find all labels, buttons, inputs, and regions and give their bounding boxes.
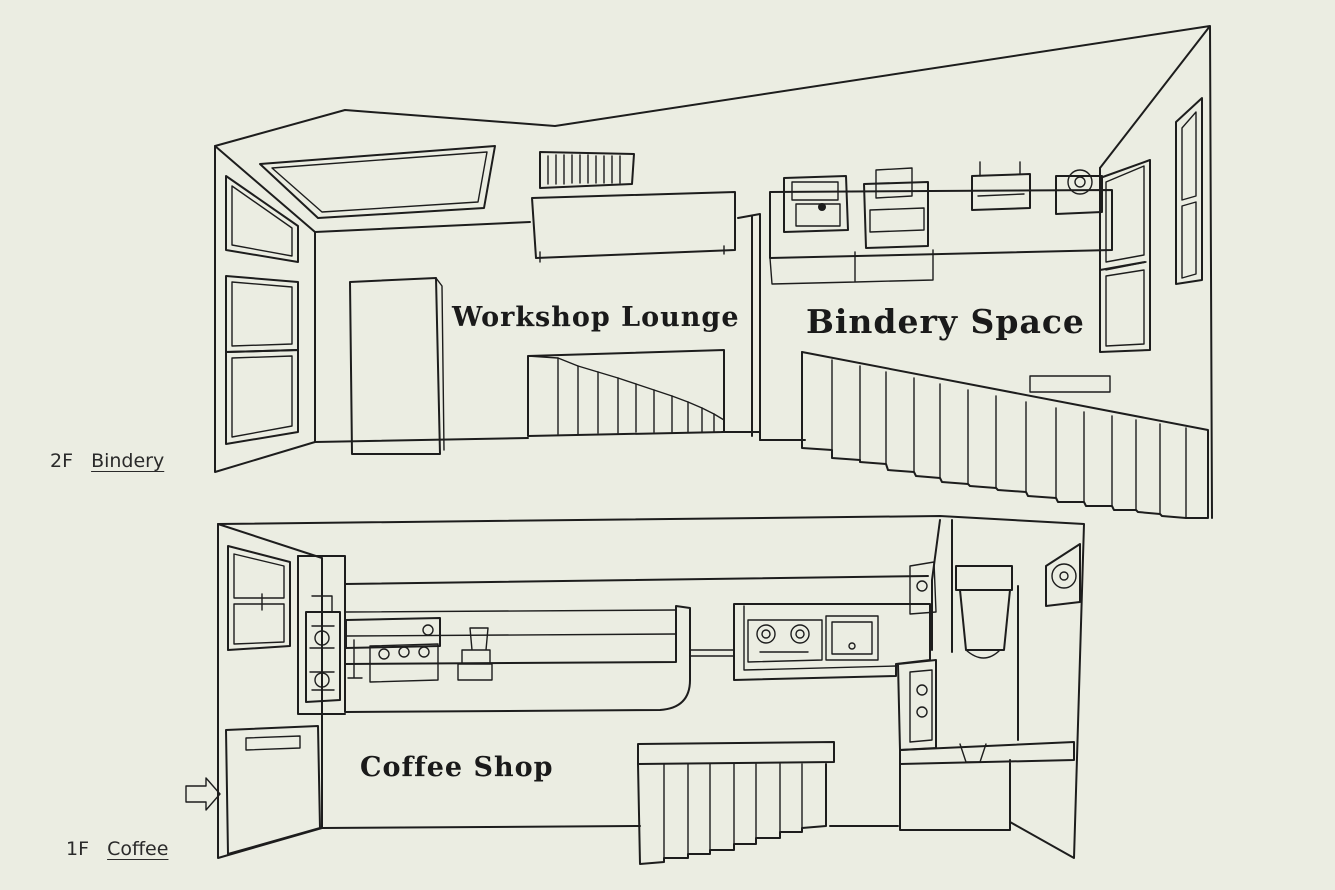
bathroom-vanity [897, 659, 937, 751]
floor-note-1f: 1F Coffee [66, 838, 168, 860]
press-machine-icon [1055, 169, 1103, 215]
coffee-machine-icon [345, 617, 441, 683]
room-label-bindery-space: Bindery Space [806, 302, 1085, 341]
sink-icon [825, 615, 879, 661]
bookshelf [539, 151, 635, 189]
floor-name-1f: Coffee [107, 838, 169, 860]
window-icon [225, 175, 299, 445]
upper-floor-structure [214, 25, 1213, 519]
sink-icon [909, 561, 937, 615]
fan-icon [1045, 543, 1081, 607]
coffee-counter [297, 555, 691, 715]
floor-name-2f: Bindery [91, 450, 165, 472]
lower-floor-structure [217, 515, 1085, 859]
window-icon [1099, 97, 1203, 353]
press-machine-icon [971, 161, 1031, 211]
door-icon [225, 725, 321, 855]
room-label-coffee-shop: Coffee Shop [360, 752, 554, 783]
bindery-counter [769, 189, 1113, 285]
floor-level-2f: 2F [50, 450, 74, 472]
skylight-window [259, 145, 496, 219]
toilet-icon [955, 565, 1013, 659]
window-icon [227, 545, 291, 651]
coffee-machine-icon [305, 595, 341, 703]
stove-icon [756, 624, 810, 653]
stairs-icon [801, 351, 1209, 519]
door-icon [349, 277, 445, 455]
wall-cabinet [531, 191, 736, 263]
room-label-workshop-lounge: Workshop Lounge [452, 302, 740, 333]
kitchen-counter [689, 603, 931, 681]
entrance-arrow-icon [185, 777, 221, 811]
floor-level-1f: 1F [66, 838, 90, 860]
stairs-icon [637, 741, 835, 865]
stairs-icon [527, 349, 725, 437]
coffee-grinder [457, 627, 493, 681]
press-machine-icon [863, 167, 929, 249]
press-machine-icon [783, 175, 849, 233]
floor-note-2f: 2F Bindery [50, 450, 164, 472]
back-counter [899, 741, 1075, 831]
